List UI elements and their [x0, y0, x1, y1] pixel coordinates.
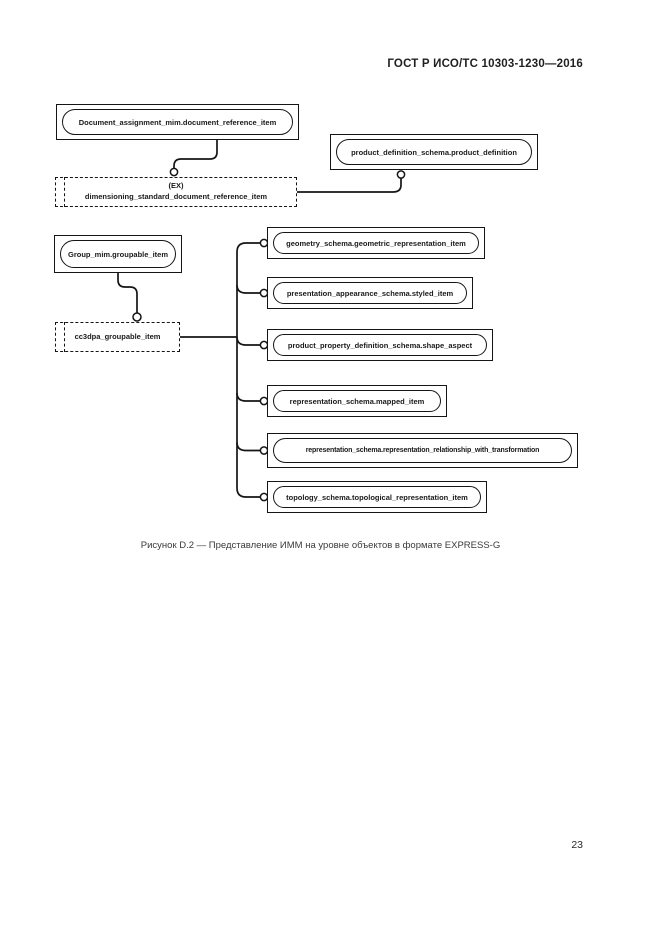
node-topological-representation-item: topology_schema.topological_representati… [267, 481, 487, 513]
node-ex-tag: (EX) [168, 181, 184, 191]
node-shape-aspect: product_property_definition_schema.shape… [267, 329, 493, 361]
connector-ex-to-product-definition [297, 178, 402, 193]
page-ref-divider [64, 322, 65, 352]
node-document-reference-item: Document_assignment_mim.document_referen… [56, 104, 299, 140]
node-group-mim-label: Group_mim.groupable_item [60, 240, 176, 268]
document-header-title: ГОСТ Р ИСО/ТС 10303-1230—2016 [387, 58, 583, 70]
connector-branch-repr-relationship [236, 442, 260, 452]
figure-caption: Рисунок D.2 — Представление ИММ на уровн… [140, 540, 501, 551]
node-document-reference-item-label: Document_assignment_mim.document_referen… [62, 109, 293, 135]
connector-branch-mapped-item [236, 392, 260, 402]
node-geometric-representation-item-label: geometry_schema.geometric_representation… [273, 232, 479, 254]
node-representation-relationship-with-transformation: representation_schema.representation_rel… [267, 433, 578, 468]
node-topological-representation-item-label: topology_schema.topological_representati… [273, 486, 481, 508]
node-group-mim-groupable-item: Group_mim.groupable_item [54, 235, 182, 273]
node-mapped-item: representation_schema.mapped_item [267, 385, 447, 417]
connector-trunk [236, 242, 260, 498]
relation-circle [396, 170, 406, 179]
node-styled-item: presentation_appearance_schema.styled_it… [267, 277, 473, 309]
page-number: 23 [571, 839, 583, 851]
connector-branch-shape-aspect [236, 336, 260, 346]
node-styled-item-label: presentation_appearance_schema.styled_it… [273, 282, 467, 304]
node-cc3dpa-label: cc3dpa_groupable_item [74, 331, 161, 341]
node-dimensioning-standard-document-reference-item: (EX) dimensioning_standard_document_refe… [55, 177, 297, 207]
node-dimensioning-standard-label: dimensioning_standard_document_reference… [84, 192, 268, 201]
relation-circle [132, 312, 142, 322]
node-cc3dpa-groupable-item: cc3dpa_groupable_item [55, 322, 180, 352]
relation-circle [169, 167, 179, 177]
node-geometric-representation-item: geometry_schema.geometric_representation… [267, 227, 485, 259]
node-mapped-item-label: representation_schema.mapped_item [273, 390, 441, 412]
node-representation-relationship-label: representation_schema.representation_rel… [273, 438, 572, 463]
node-shape-aspect-label: product_property_definition_schema.shape… [273, 334, 487, 356]
node-product-definition-label: product_definition_schema.product_defini… [336, 139, 532, 165]
page-ref-divider [64, 177, 65, 207]
connector-document-to-ex [173, 140, 218, 168]
connector-branch-styled-item [236, 284, 260, 294]
node-product-definition: product_definition_schema.product_defini… [330, 134, 538, 170]
connector-group-to-cc3dpa [117, 273, 138, 313]
